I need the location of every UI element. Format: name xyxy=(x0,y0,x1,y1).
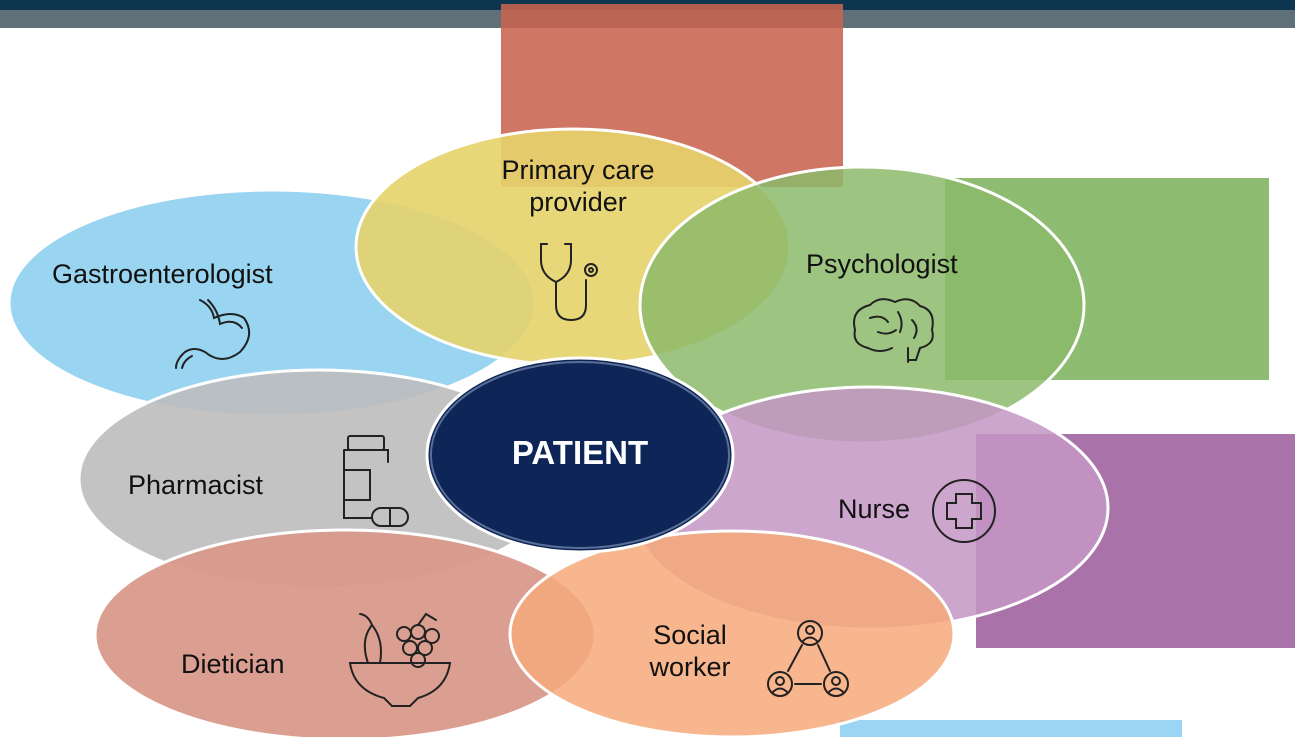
social-worker-label-line2: worker xyxy=(649,652,731,682)
people-network-icon xyxy=(767,620,849,697)
social-worker-ellipse xyxy=(508,529,956,737)
gastroenterologist-label: Gastroenterologist xyxy=(52,259,273,289)
primary-care-label-line2: provider xyxy=(529,187,627,217)
patient-label: PATIENT xyxy=(511,434,649,471)
pill-bottle-icon xyxy=(343,435,409,527)
primary-care-label-line1: Primary care xyxy=(501,155,655,185)
medical-cross-icon xyxy=(932,479,996,543)
decorative-blue-block xyxy=(840,720,1182,737)
patient-circle-rim xyxy=(430,361,730,549)
pharmacist-label: Pharmacist xyxy=(128,470,264,500)
fruit-bowl-icon xyxy=(348,612,452,707)
brain-icon xyxy=(853,298,934,363)
psychologist-label: Psychologist xyxy=(806,249,958,279)
social-worker-label-line1: Social xyxy=(653,620,727,650)
nurse-label: Nurse xyxy=(838,494,911,524)
primary-care-label: Primary care provider xyxy=(460,154,696,218)
stomach-icon xyxy=(175,299,251,369)
patient-circle xyxy=(425,356,735,554)
dietician-label: Dietician xyxy=(181,649,285,679)
social-worker-label: Social worker xyxy=(630,619,750,683)
stethoscope-icon xyxy=(540,243,598,322)
